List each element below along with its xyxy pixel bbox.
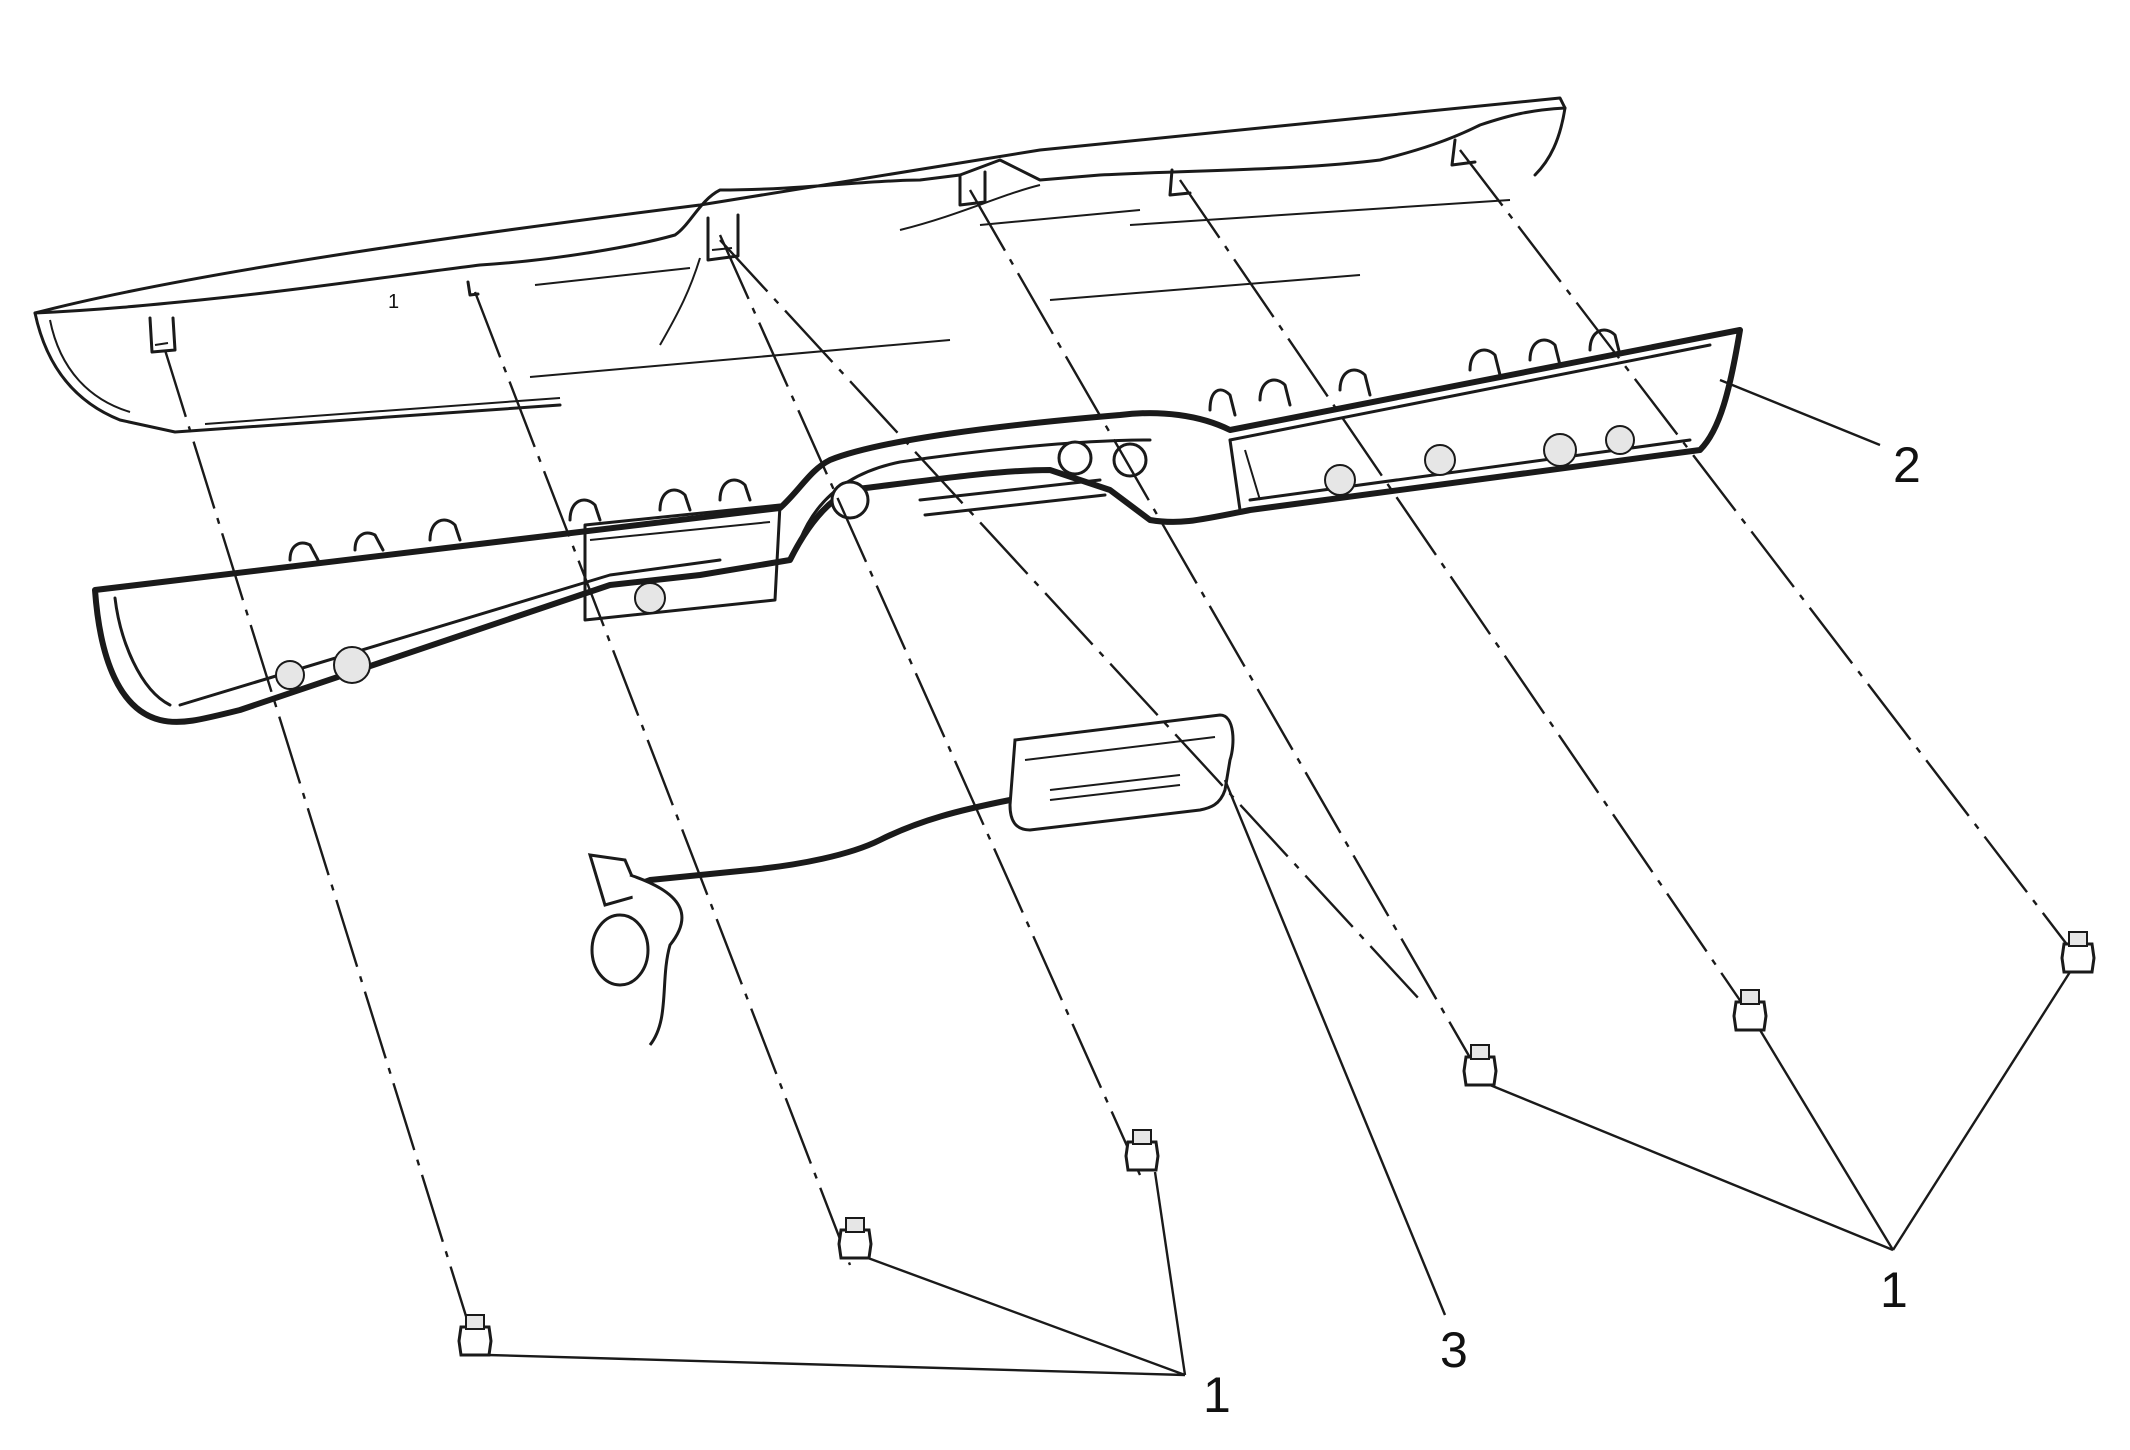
lamp-module-3 (587, 713, 1235, 1046)
callout-fastener-right: 1 (1880, 1262, 1908, 1318)
callout-fastener-left: 1 (1203, 1367, 1231, 1423)
fastener-1b (837, 1217, 873, 1260)
fastener-1d (1462, 1044, 1498, 1087)
lamp-assembly-housing (92, 327, 1743, 725)
upper-trim-panel (33, 96, 1567, 434)
panel-mark-text: 1 (388, 291, 399, 313)
callout-lamp-module: 3 (1440, 1322, 1468, 1378)
leader-lines (487, 378, 2072, 1377)
fastener-1a (457, 1314, 493, 1357)
callout-lamp-assembly: 2 (1893, 437, 1921, 493)
fasteners (457, 931, 2096, 1357)
fastener-1c (1124, 1129, 1160, 1172)
fastener-1f (2060, 931, 2096, 974)
fastener-1e (1732, 989, 1768, 1032)
alignment-lines (163, 149, 2076, 1346)
